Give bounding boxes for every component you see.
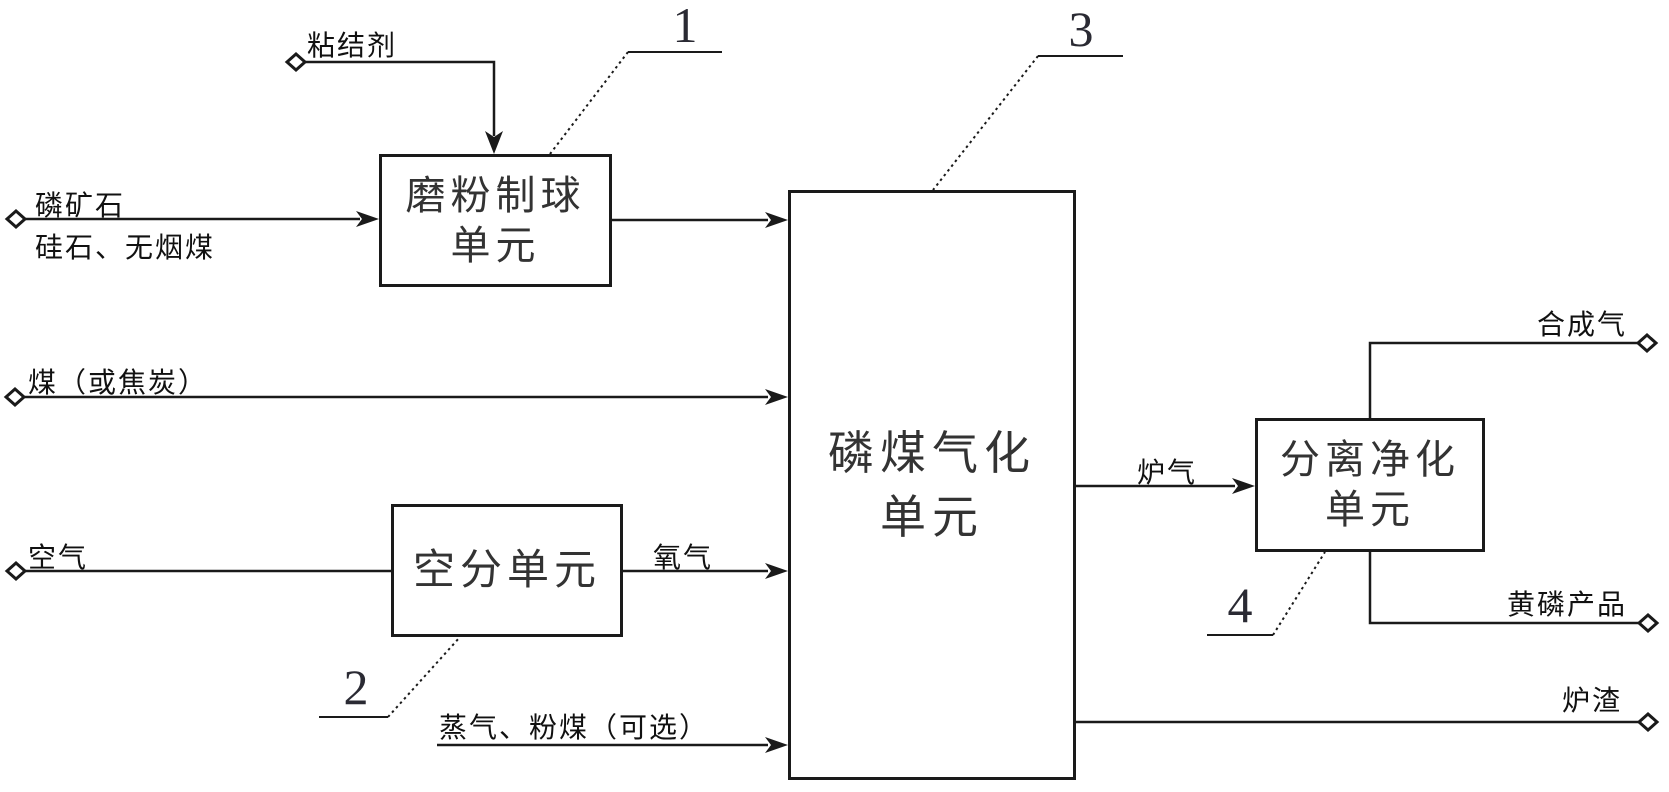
grinding-pelletizing-unit-box: 磨粉制球 单元	[379, 154, 612, 287]
furnace-gas-arrowhead	[1232, 478, 1255, 494]
phosphorus-flow-line	[1368, 552, 1640, 625]
coal-terminal-icon	[3, 386, 27, 408]
grinding-unit-label-line2: 单元	[450, 223, 541, 268]
phosphorus-coal-gasification-unit-box: 磷煤气化 单元	[788, 190, 1076, 780]
pellets-arrowhead	[765, 212, 788, 228]
separation-unit-label-line2: 单元	[1325, 488, 1415, 532]
binder-arrowhead	[485, 131, 503, 154]
coal-arrowhead	[765, 389, 788, 405]
steam-arrowhead	[765, 737, 788, 753]
slag-terminal-icon	[1636, 711, 1660, 733]
air-separation-unit-box: 空分单元	[391, 504, 623, 637]
air-label: 空气	[28, 542, 89, 573]
binder-flow-line	[296, 60, 496, 136]
syngas-terminal-icon	[1635, 332, 1659, 354]
air-separation-unit-label: 空分单元	[412, 546, 601, 594]
furnace-gas-label: 炉气	[1137, 457, 1198, 488]
ref-number-2: 2	[343, 659, 369, 715]
oxygen-arrowhead	[765, 563, 788, 579]
binder-label: 粘结剂	[307, 30, 398, 61]
ref3-leader-diagonal	[932, 55, 1039, 191]
slag-label: 炉渣	[1562, 685, 1623, 716]
oxygen-label: 氧气	[653, 542, 714, 573]
coal-label: 煤（或焦炭）	[28, 367, 209, 398]
air-terminal-icon	[4, 560, 28, 582]
ore-label-line1: 磷矿石	[35, 190, 126, 221]
steam-label: 蒸气、粉煤（可选）	[439, 712, 710, 743]
separation-purification-unit-box: 分离净化 单元	[1255, 418, 1485, 552]
gasification-unit-label-line1: 磷煤气化	[828, 426, 1036, 479]
phosphorus-terminal-icon	[1636, 612, 1660, 634]
ref-number-1: 1	[672, 0, 698, 53]
syngas-flow-line	[1368, 341, 1639, 418]
ref-number-3: 3	[1068, 1, 1094, 57]
phosphorus-product-label: 黄磷产品	[1507, 589, 1628, 620]
grinding-unit-label-line1: 磨粉制球	[405, 173, 586, 218]
syngas-label: 合成气	[1537, 309, 1628, 340]
ore-terminal-icon	[4, 208, 28, 230]
binder-terminal-icon	[284, 51, 308, 73]
ore-arrowhead	[356, 211, 379, 227]
separation-unit-label-line1: 分离净化	[1280, 438, 1460, 482]
ref2-leader-diagonal	[387, 636, 461, 718]
ref4-leader-diagonal	[1272, 551, 1326, 636]
gasification-unit-label-line2: 单元	[880, 491, 984, 543]
ref-number-4: 4	[1227, 577, 1253, 633]
ref1-leader-diagonal	[549, 51, 629, 155]
ore-label-line2: 硅石、无烟煤	[35, 232, 216, 263]
